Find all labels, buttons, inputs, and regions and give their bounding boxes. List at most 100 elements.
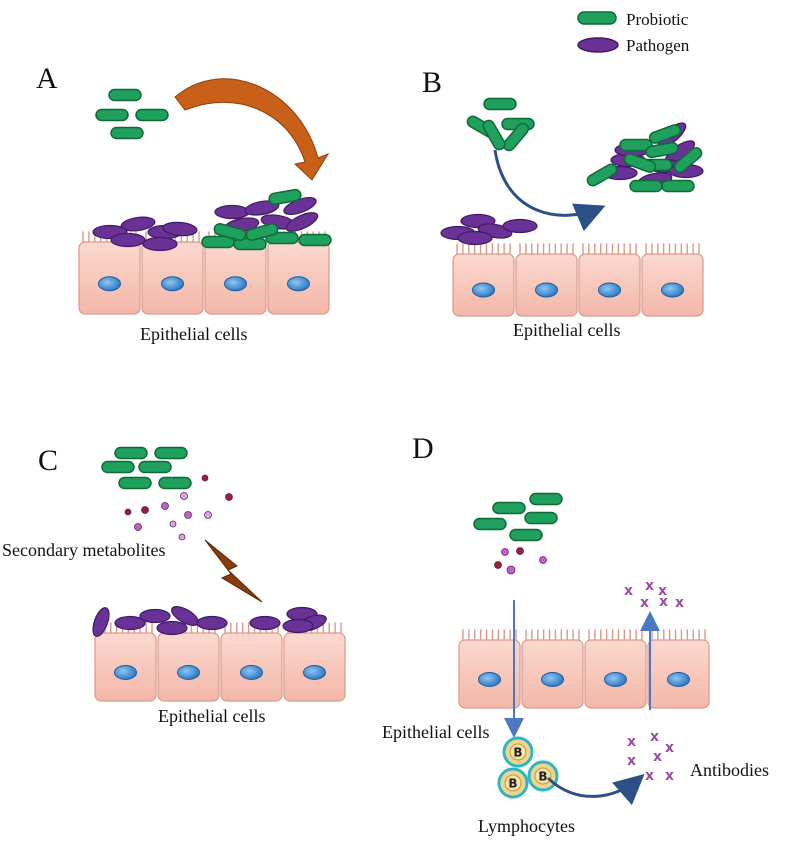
- panel-a-letter: A: [36, 62, 58, 95]
- panel-b-displacement-arrow: [493, 149, 606, 232]
- panel-c-letter: C: [38, 444, 58, 477]
- panel-c-lightning-bolt: [204, 539, 263, 603]
- cell-nucleus: [667, 671, 690, 687]
- antibody-glyph: x: [645, 768, 654, 784]
- antibody-glyph: x: [640, 595, 649, 611]
- cell-nucleus: [661, 282, 684, 298]
- epithelial-cell: [220, 622, 283, 702]
- pathogen-bacterium: [110, 232, 146, 248]
- antibody-glyph: x: [665, 740, 674, 756]
- b-lymphocyte-nucleus: [534, 767, 552, 785]
- pathogen-bacterium: [142, 236, 178, 252]
- probiotic-bacterium: [524, 511, 558, 525]
- pathogen-bacterium: [92, 607, 110, 637]
- pathogen-bacterium: [139, 608, 171, 624]
- panel-a-caption: Epithelial cells: [140, 324, 247, 344]
- epithelial-cell: [283, 622, 346, 702]
- panel-d-production-arrow: [546, 774, 645, 806]
- pathogen-bacterium: [162, 221, 198, 237]
- panel-c-metabolites-label: Secondary metabolites: [2, 540, 165, 560]
- pathogen-bacterium: [156, 620, 188, 636]
- cell-nucleus: [604, 671, 627, 687]
- epithelial-cell: [578, 243, 641, 317]
- probiotic-bacterium: [473, 517, 507, 531]
- probiotic-bacterium: [645, 141, 679, 159]
- probiotic-bacterium: [135, 108, 169, 122]
- b-lymphocyte-nucleus: [504, 774, 522, 792]
- cell-nucleus: [478, 671, 501, 687]
- antibody-glyph: x: [627, 734, 636, 750]
- panel-d-bacteria: [473, 492, 563, 542]
- panel-b-bacteria: [440, 97, 704, 246]
- panel-c: C Secondary metabolites Epithelial cells: [2, 444, 346, 726]
- pathogen-bacterium: [502, 218, 538, 234]
- antibody-glyph: x: [675, 595, 684, 611]
- pathogen-bacterium: [214, 204, 250, 220]
- cell-nucleus: [114, 664, 137, 680]
- panel-c-bacteria: [92, 446, 327, 637]
- probiotic-bacterium: [245, 223, 279, 241]
- cell-nucleus: [287, 276, 310, 292]
- antibody-glyph: x: [658, 583, 667, 599]
- legend-probiotic-label: Probiotic: [626, 10, 689, 29]
- probiotic-bacterium: [483, 97, 517, 111]
- b-lymphocyte: B: [527, 760, 559, 792]
- pathogen-bacterium: [120, 216, 156, 232]
- cell-nucleus: [98, 276, 121, 292]
- pathogen-bacterium: [282, 618, 314, 634]
- probiotic-bacterium: [648, 124, 682, 144]
- probiotic-bacterium: [623, 153, 657, 173]
- probiotic-bacterium: [108, 88, 142, 102]
- probiotic-bacterium: [95, 108, 129, 122]
- panel-a-bacteria: [92, 88, 332, 252]
- cell-nucleus: [177, 664, 200, 680]
- panel-a-competition-arrow: [174, 78, 330, 181]
- metabolite-dot: [124, 508, 132, 516]
- epithelial-cell: [515, 243, 578, 317]
- cell-nucleus: [240, 664, 263, 680]
- pathogen-bacterium: [244, 200, 280, 216]
- probiotic-bacterium: [101, 460, 135, 474]
- cell-nucleus: [303, 664, 326, 680]
- panel-b-epithelium: [452, 243, 704, 317]
- probiotic-bacterium: [673, 147, 703, 173]
- probiotic-bacterium: [482, 119, 506, 151]
- probiotic-bacterium: [213, 223, 247, 241]
- metabolite-dot: [134, 523, 142, 531]
- cell-nucleus: [541, 671, 564, 687]
- b-lymphocyte-nucleus: [509, 743, 527, 761]
- legend: Probiotic Pathogen: [577, 10, 690, 55]
- probiotic-bacterium: [154, 446, 188, 460]
- antibody-glyph: x: [650, 729, 659, 745]
- panel-c-caption: Epithelial cells: [158, 706, 265, 726]
- cell-nucleus: [472, 282, 495, 298]
- epithelial-cell: [458, 629, 521, 709]
- metabolite-dot: [506, 565, 516, 575]
- epithelial-cell: [521, 629, 584, 709]
- probiotic-bacterium: [110, 126, 144, 140]
- pathogen-bacterium: [196, 615, 228, 631]
- panel-d-epithelial-label: Epithelial cells: [382, 722, 489, 742]
- b-lymphocyte-letter: B: [538, 770, 547, 784]
- b-lymphocyte: B: [502, 736, 534, 768]
- probiotic-bacterium: [492, 501, 526, 515]
- metabolite-dot: [178, 533, 186, 541]
- legend-probiotic-swatch: [577, 11, 617, 25]
- antibody-glyph: x: [627, 753, 636, 769]
- cell-nucleus: [598, 282, 621, 298]
- antibody-glyph: x: [659, 594, 668, 610]
- legend-pathogen-label: Pathogen: [626, 36, 690, 55]
- metabolite-dot: [184, 511, 192, 519]
- metabolite-dot: [516, 547, 524, 555]
- panel-d-letter: D: [412, 432, 434, 465]
- panel-c-metabolite-dots: [124, 474, 233, 541]
- epithelial-cell: [641, 243, 704, 317]
- probiotic-bacterium: [661, 179, 695, 193]
- panel-b: B Epithelial cells: [422, 66, 704, 340]
- probiotic-bacterium: [503, 122, 529, 152]
- legend-pathogen-swatch: [577, 37, 619, 53]
- panel-a: A Epithelial cells: [36, 62, 332, 344]
